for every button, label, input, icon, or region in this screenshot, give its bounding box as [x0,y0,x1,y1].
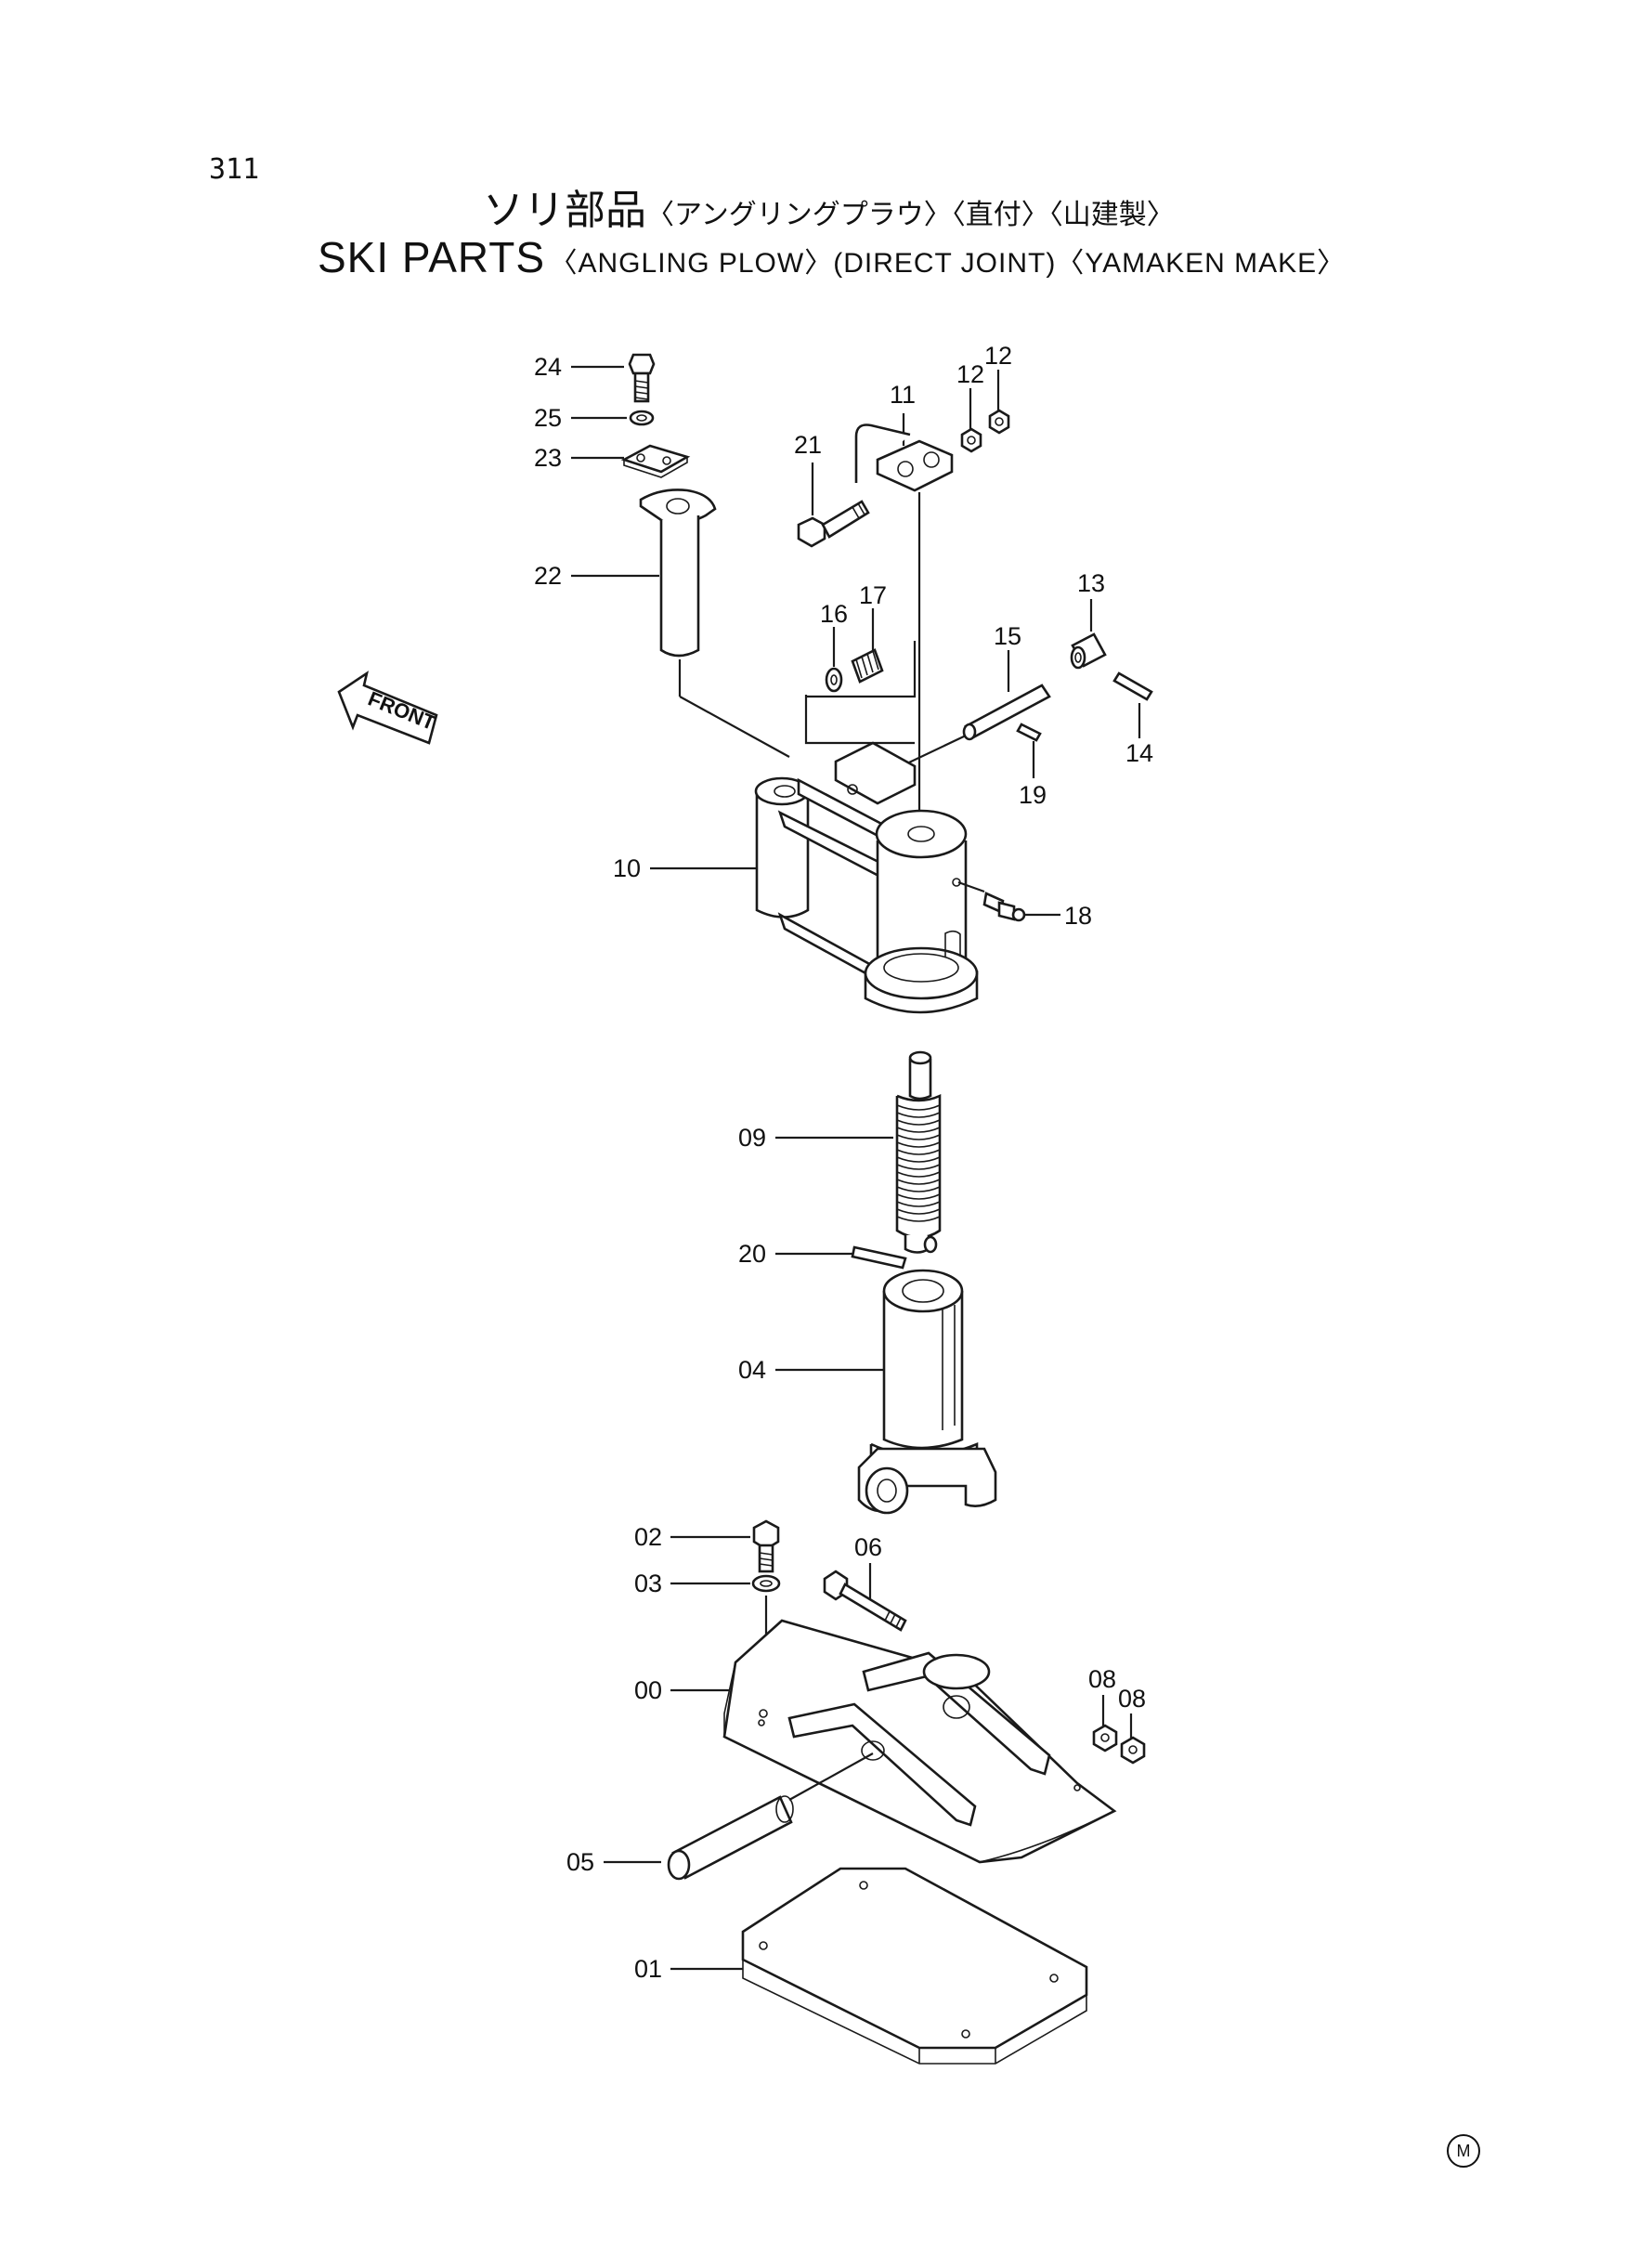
part-label-17: 17 [859,581,887,609]
part-label-13: 13 [1077,569,1105,597]
part-label-20: 20 [738,1240,766,1268]
part-06-bolt [823,1563,907,1632]
title-japanese-sub: 〈アングリングプラウ〉〈直付〉〈山建製〉 [646,199,1175,231]
part-label-00: 00 [634,1676,662,1704]
part-08-nut-b [1120,1713,1146,1765]
front-direction-arrow: FRONT [337,671,439,745]
part-label-24: 24 [534,353,562,381]
part-24-bolt [571,353,656,403]
part-label-06: 06 [854,1533,882,1561]
part-22-pin [571,489,790,758]
part-12-nut-b [988,370,1010,435]
part-08-nut-a [1092,1695,1118,1752]
part-21-bolt [797,463,870,548]
title-japanese-main: ソリ部品 [483,187,646,234]
part-15-pin [891,650,1051,772]
make-mark-circle: M [1447,2134,1480,2168]
part-25-washer [571,410,655,426]
part-13-collar [1070,599,1107,670]
part-label-02: 02 [634,1523,662,1551]
part-label-08b: 08 [1118,1685,1146,1713]
part-02-bolt [670,1519,780,1573]
part-label-18: 18 [1064,902,1092,930]
part-19-key [1016,723,1042,778]
part-label-01: 01 [634,1955,662,1983]
part-label-15: 15 [994,622,1021,650]
part-label-21: 21 [794,431,822,459]
part-label-11: 11 [890,381,916,409]
part-label-19: 19 [1019,781,1047,809]
title-english-sub: 〈ANGLING PLOW〉(DIRECT JOINT)〈YAMAKEN MAK… [549,248,1346,279]
page-number: 311 [209,153,260,186]
part-04-sleeve [775,1269,997,1515]
part-00-ski-base [670,1619,1117,1864]
part-label-25: 25 [534,404,562,432]
part-label-23: 23 [534,444,562,472]
part-20-spring-pin [775,1245,907,1270]
part-label-05: 05 [566,1848,594,1876]
bracket-outline-16-17 [804,641,917,745]
title-japanese: ソリ部品〈アングリングプラウ〉〈直付〉〈山建製〉 [483,176,1175,236]
part-11-bracket [854,413,954,827]
part-label-09: 09 [738,1124,766,1152]
title-english-main: SKI PARTS [318,233,546,281]
part-label-03: 03 [634,1570,662,1597]
part-16-washer [825,627,843,693]
part-23-plate [571,444,691,478]
part-01-wear-plate [670,1867,1088,2065]
part-18-grease-nipple [982,892,1060,922]
part-09-screw [775,1050,942,1254]
part-05-pin [604,1795,794,1881]
part-label-22: 22 [534,562,562,590]
part-label-12b: 12 [984,342,1012,370]
part-label-10: 10 [613,854,641,882]
part-label-14: 14 [1125,739,1153,767]
part-12-nut-a [960,388,982,453]
title-english: SKI PARTS 〈ANGLING PLOW〉(DIRECT JOINT)〈Y… [318,232,1346,282]
part-label-12a: 12 [956,360,984,388]
part-14-pin [1112,671,1153,738]
part-label-04: 04 [738,1356,766,1384]
part-label-08a: 08 [1088,1665,1116,1693]
part-17-spring [851,608,884,684]
part-10-yoke-body [650,741,985,1014]
part-label-16: 16 [820,600,848,628]
